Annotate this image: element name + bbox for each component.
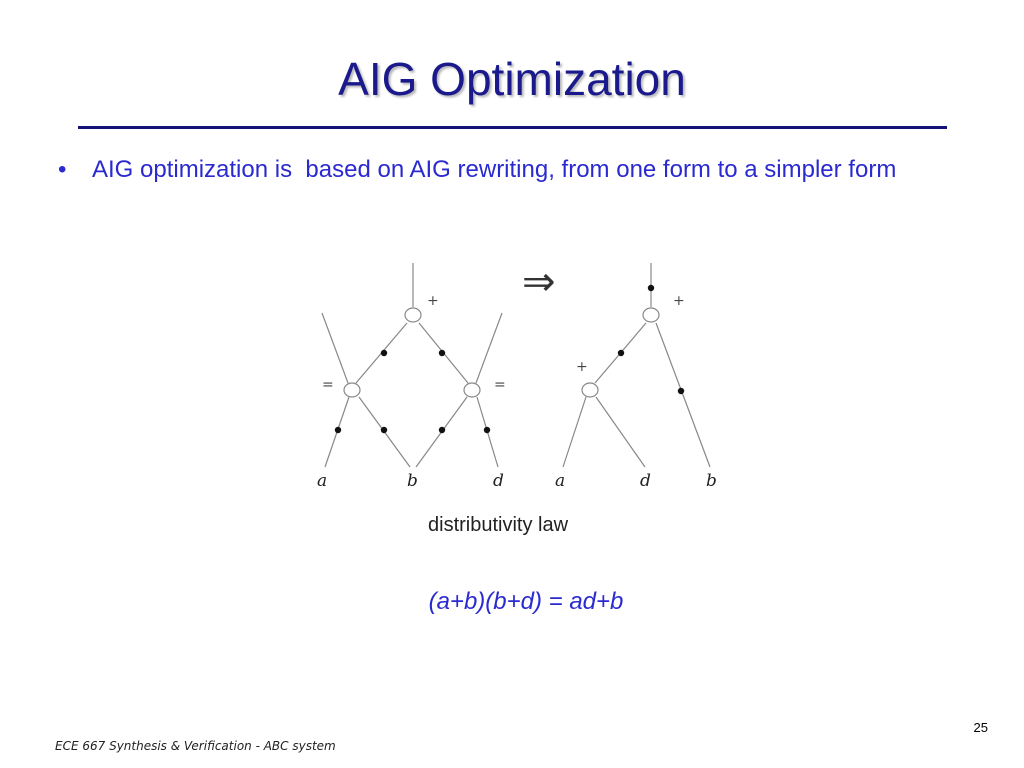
inverter-dot — [647, 284, 655, 292]
inverter-dot — [677, 387, 685, 395]
page-number: 25 — [973, 720, 988, 735]
left-input-label: d — [493, 471, 504, 491]
inverter-dot — [334, 426, 342, 434]
right-inner-node — [581, 382, 599, 398]
left-right-sign: = — [494, 377, 506, 393]
right-input-label: b — [706, 471, 717, 491]
inverter-dot — [438, 349, 446, 357]
right-top-node — [642, 307, 660, 323]
right-inner-sign: + — [576, 359, 588, 375]
right-top-sign: + — [673, 293, 685, 309]
left-top-node — [404, 307, 422, 323]
left-left-sign: = — [322, 377, 334, 393]
footer-text: ECE 667 Synthesis & Verification - ABC s… — [55, 739, 336, 753]
inverter-dot — [483, 426, 491, 434]
inverter-dot — [438, 426, 446, 434]
distributivity-diagram: + = = + + ⇒ a b d a d b distributivity l… — [317, 259, 717, 536]
diagram-caption: distributivity law — [428, 514, 569, 536]
bullet-marker: • — [58, 156, 67, 183]
and-nodes — [343, 307, 660, 398]
equation: (a+b)(b+d) = ad+b — [428, 588, 624, 615]
inverter-dot — [380, 349, 388, 357]
inverter-dots — [334, 284, 685, 434]
right-input-label: a — [555, 471, 565, 491]
left-input-label: a — [317, 471, 327, 491]
left-graph-edges — [321, 263, 503, 468]
left-top-sign: + — [427, 293, 439, 309]
left-input-label: b — [407, 471, 418, 491]
left-left-node — [343, 382, 361, 398]
right-input-label: d — [640, 471, 651, 491]
slide-title: AIG Optimization — [338, 53, 686, 105]
transform-arrow: ⇒ — [522, 259, 556, 305]
left-right-node — [463, 382, 481, 398]
inverter-dot — [380, 426, 388, 434]
inverter-dot — [617, 349, 625, 357]
bullet-text: AIG optimization is based on AIG rewriti… — [92, 156, 897, 183]
title-divider — [78, 126, 947, 129]
